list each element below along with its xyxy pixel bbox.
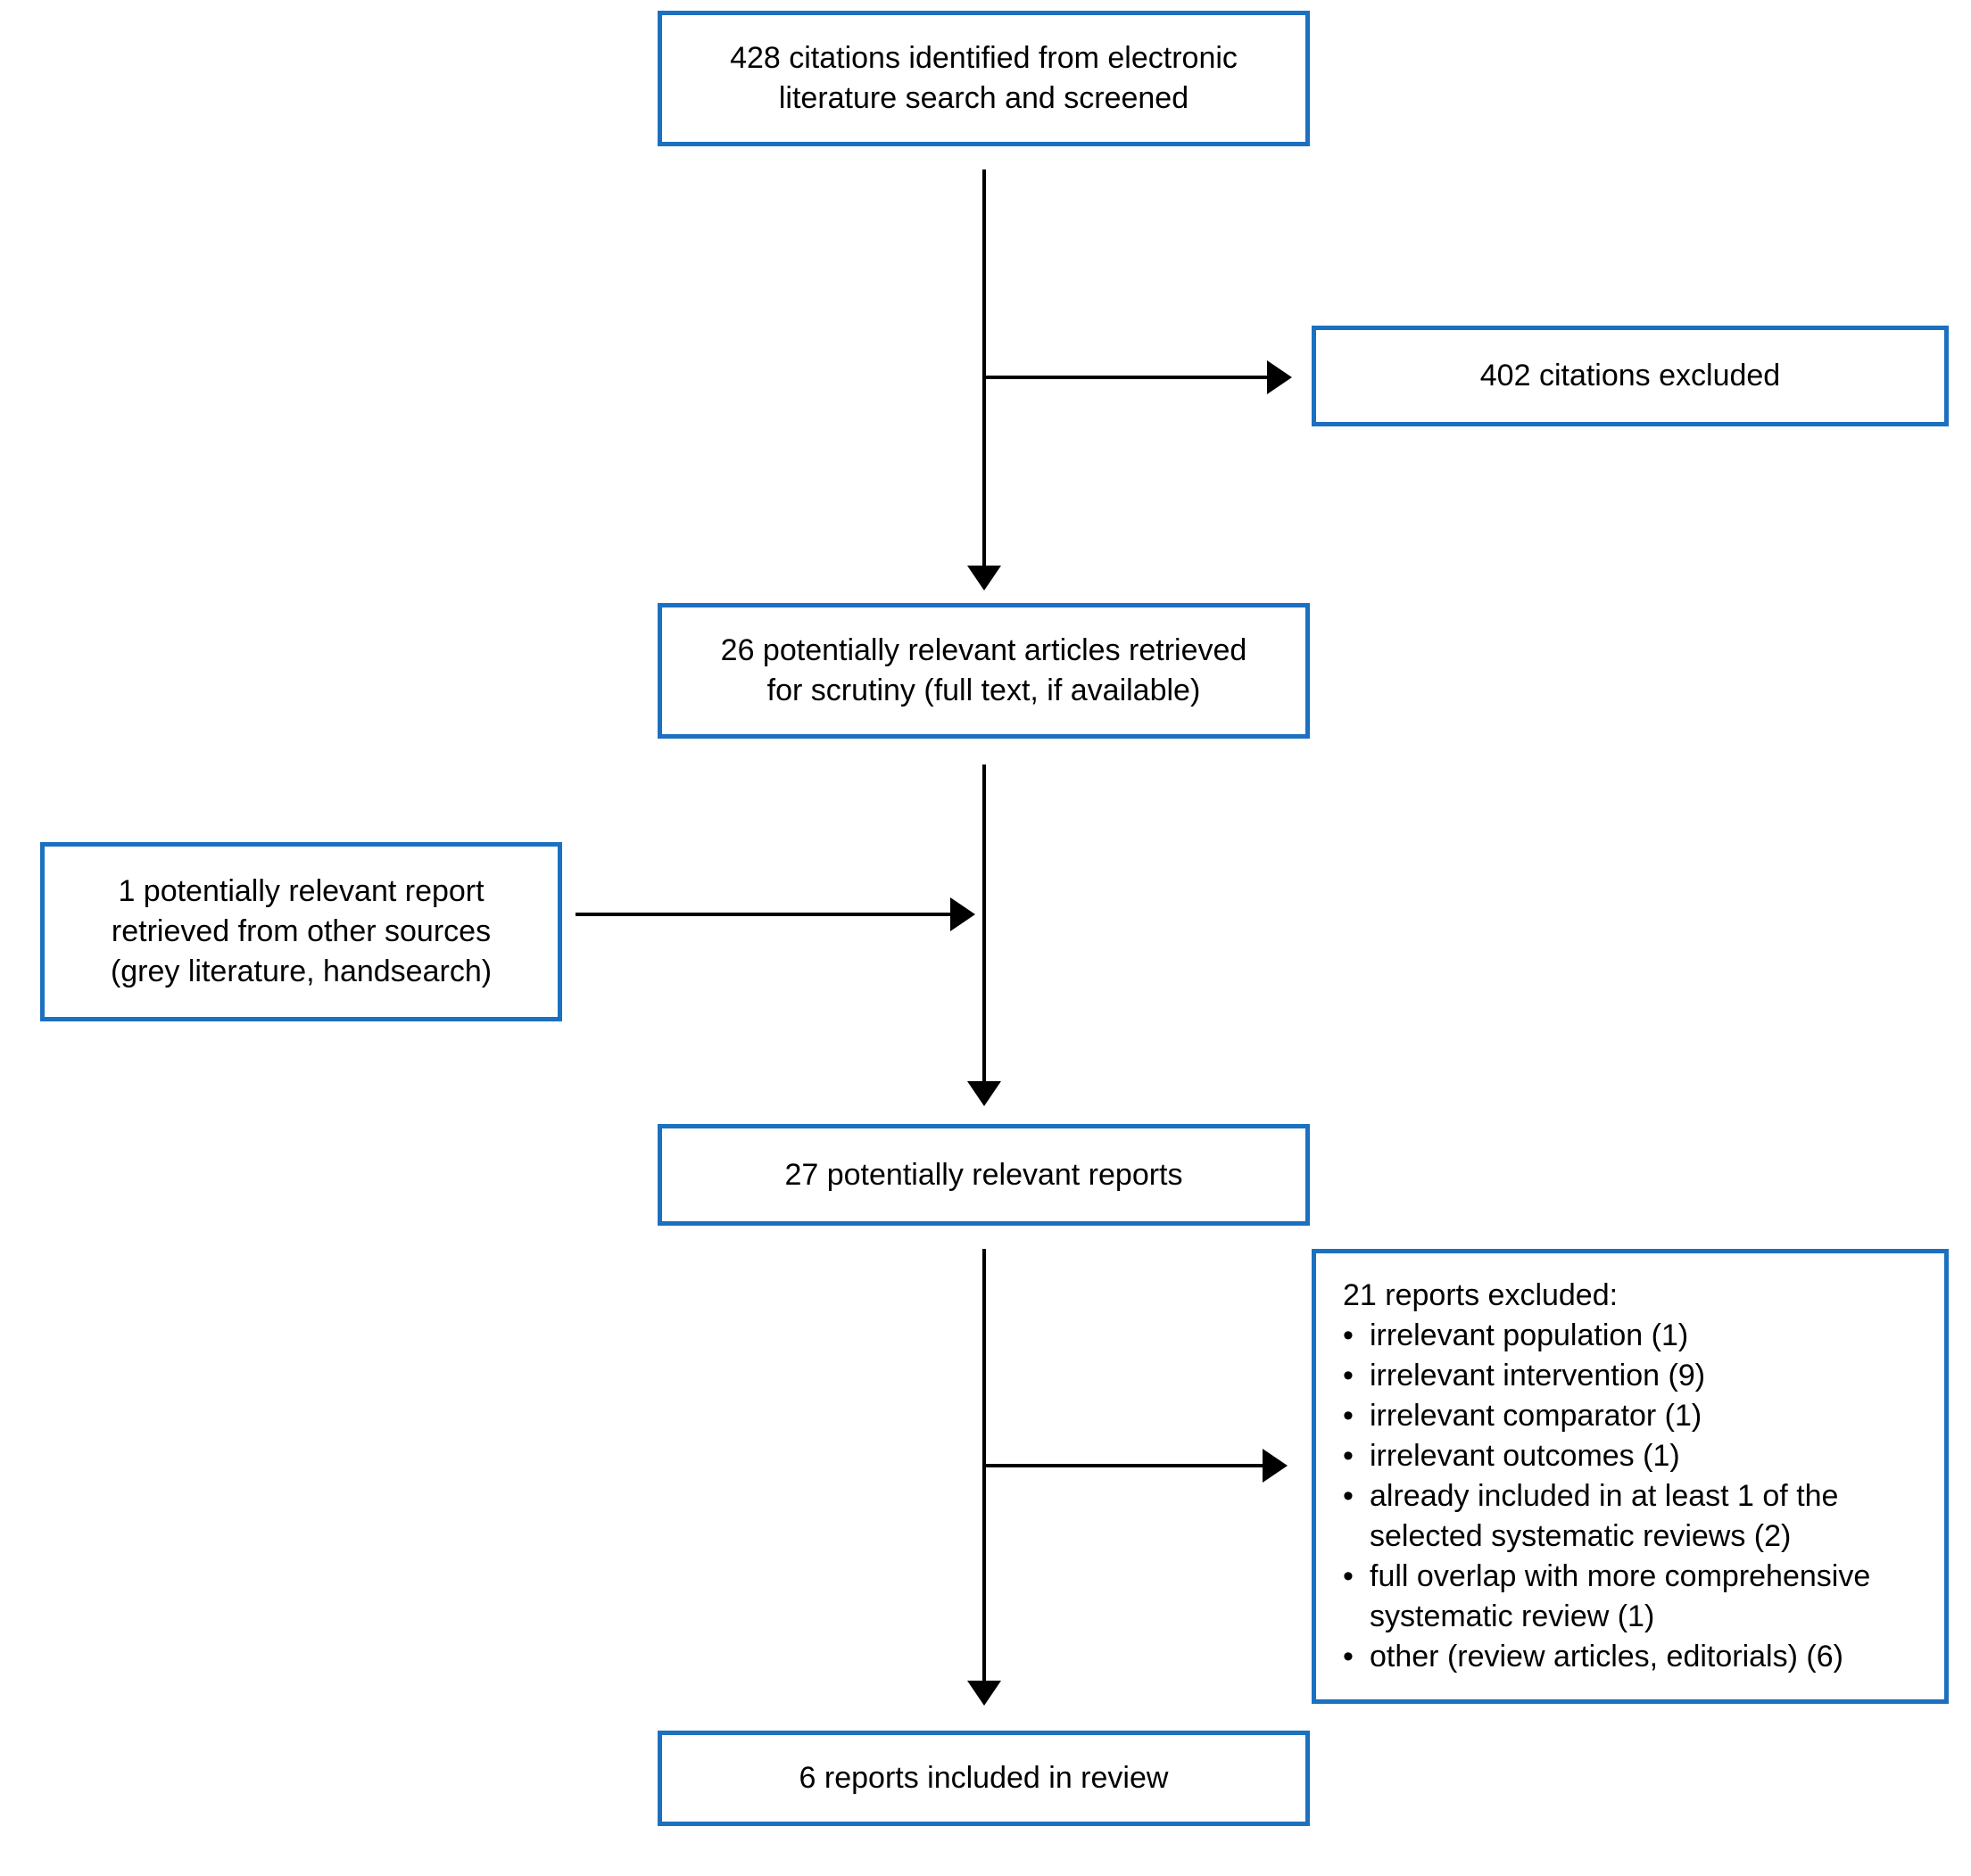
reports-excluded-item: • full overlap with more comprehensive s… [1343,1557,1925,1637]
bullet-icon: • [1343,1439,1354,1473]
box-potentially-relevant-reports: 27 potentially relevant reports [658,1124,1310,1226]
reports-excluded-title: 21 reports excluded: [1343,1278,1619,1312]
arrowhead-right-icon [1263,1449,1288,1483]
connector-retrieved-to-reports [982,764,986,1081]
box-citations-screened: 428 citations identified from electronic… [658,11,1310,146]
bullet-icon: • [1343,1359,1354,1393]
connector-screened-to-retrieved [982,169,986,566]
connector-other-sources [576,913,950,916]
box-other-sources: 1 potentially relevant report retrieved … [40,842,562,1021]
bullet-icon: • [1343,1559,1354,1593]
arrowhead-right-icon [950,897,975,931]
arrowhead-down-icon [967,566,1001,591]
box-reports-included: 6 reports included in review [658,1731,1310,1826]
reports-excluded-item: • other (review articles, editorials) (6… [1343,1637,1925,1677]
bullet-icon: • [1343,1479,1354,1513]
arrowhead-down-icon [967,1081,1001,1106]
reports-excluded-item: • irrelevant comparator (1) [1343,1396,1925,1436]
connector-branch-citations-excluded [984,376,1267,379]
box-articles-retrieved: 26 potentially relevant articles retriev… [658,603,1310,739]
box-citations-excluded: 402 citations excluded [1312,326,1949,426]
connector-branch-reports-excluded [984,1464,1263,1467]
reports-excluded-item: • irrelevant intervention (9) [1343,1356,1925,1396]
bullet-icon: • [1343,1399,1354,1433]
box-reports-excluded: 21 reports excluded: • irrelevant popula… [1312,1249,1949,1704]
arrowhead-down-icon [967,1681,1001,1706]
bullet-icon: • [1343,1640,1354,1674]
arrowhead-right-icon [1267,360,1292,394]
bullet-icon: • [1343,1318,1354,1352]
reports-excluded-item: • already included in at least 1 of the … [1343,1476,1925,1557]
reports-excluded-item: • irrelevant outcomes (1) [1343,1436,1925,1476]
reports-excluded-item: • irrelevant population (1) [1343,1316,1925,1356]
